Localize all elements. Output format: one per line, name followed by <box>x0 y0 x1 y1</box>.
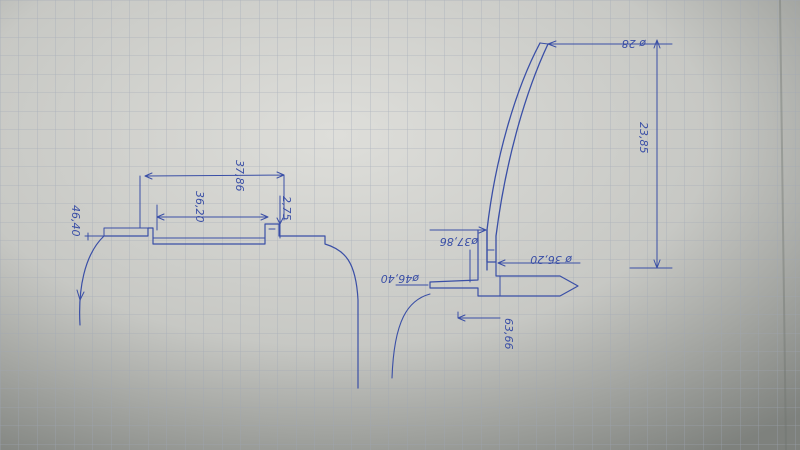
left-profile-outline <box>79 223 359 389</box>
right-sketch: ø 28 23,85 ø37,86 ø 36,20 ø46,40 63,66 <box>381 37 673 379</box>
left-dim-side-label: 46,40 <box>69 205 82 237</box>
right-dim-top-dia-label: ø 28 <box>622 37 647 50</box>
right-dim-mid-leader <box>429 226 487 234</box>
left-curve-arrow <box>76 289 85 301</box>
right-spout-outline <box>486 42 549 271</box>
right-base-detail <box>469 249 501 297</box>
left-dim-side-line <box>84 232 105 241</box>
left-dim-outer-label: 37,86 <box>233 160 246 192</box>
right-bottom-curve <box>391 293 431 379</box>
right-dim-inner-leader <box>497 259 581 267</box>
left-dim-outer-line <box>139 171 285 229</box>
right-dim-top-arrow <box>547 40 557 48</box>
left-dim-height-label: 2,75 <box>280 196 293 221</box>
right-dim-mid-dia-label: ø37,86 <box>440 235 479 248</box>
left-flange-detail <box>103 227 276 239</box>
right-dim-outer-dia-label: ø46,40 <box>381 272 420 285</box>
right-base-profile <box>429 229 579 297</box>
right-dim-bottom-leader <box>457 311 501 322</box>
right-dim-height-label: 23,85 <box>637 122 650 154</box>
paper-edge <box>779 0 787 450</box>
right-dim-bottom-label: 63,66 <box>502 318 515 350</box>
right-dim-height-line <box>547 39 673 269</box>
right-spout-top <box>539 42 549 45</box>
right-dim-inner-dia-label: ø 36,20 <box>530 253 573 266</box>
left-sketch: 37,86 36,20 2,75 46,40 <box>69 160 359 389</box>
left-dim-inner-label: 36,20 <box>193 191 206 223</box>
left-dim-inner-line <box>156 204 269 231</box>
left-dim-height-line <box>276 195 284 239</box>
